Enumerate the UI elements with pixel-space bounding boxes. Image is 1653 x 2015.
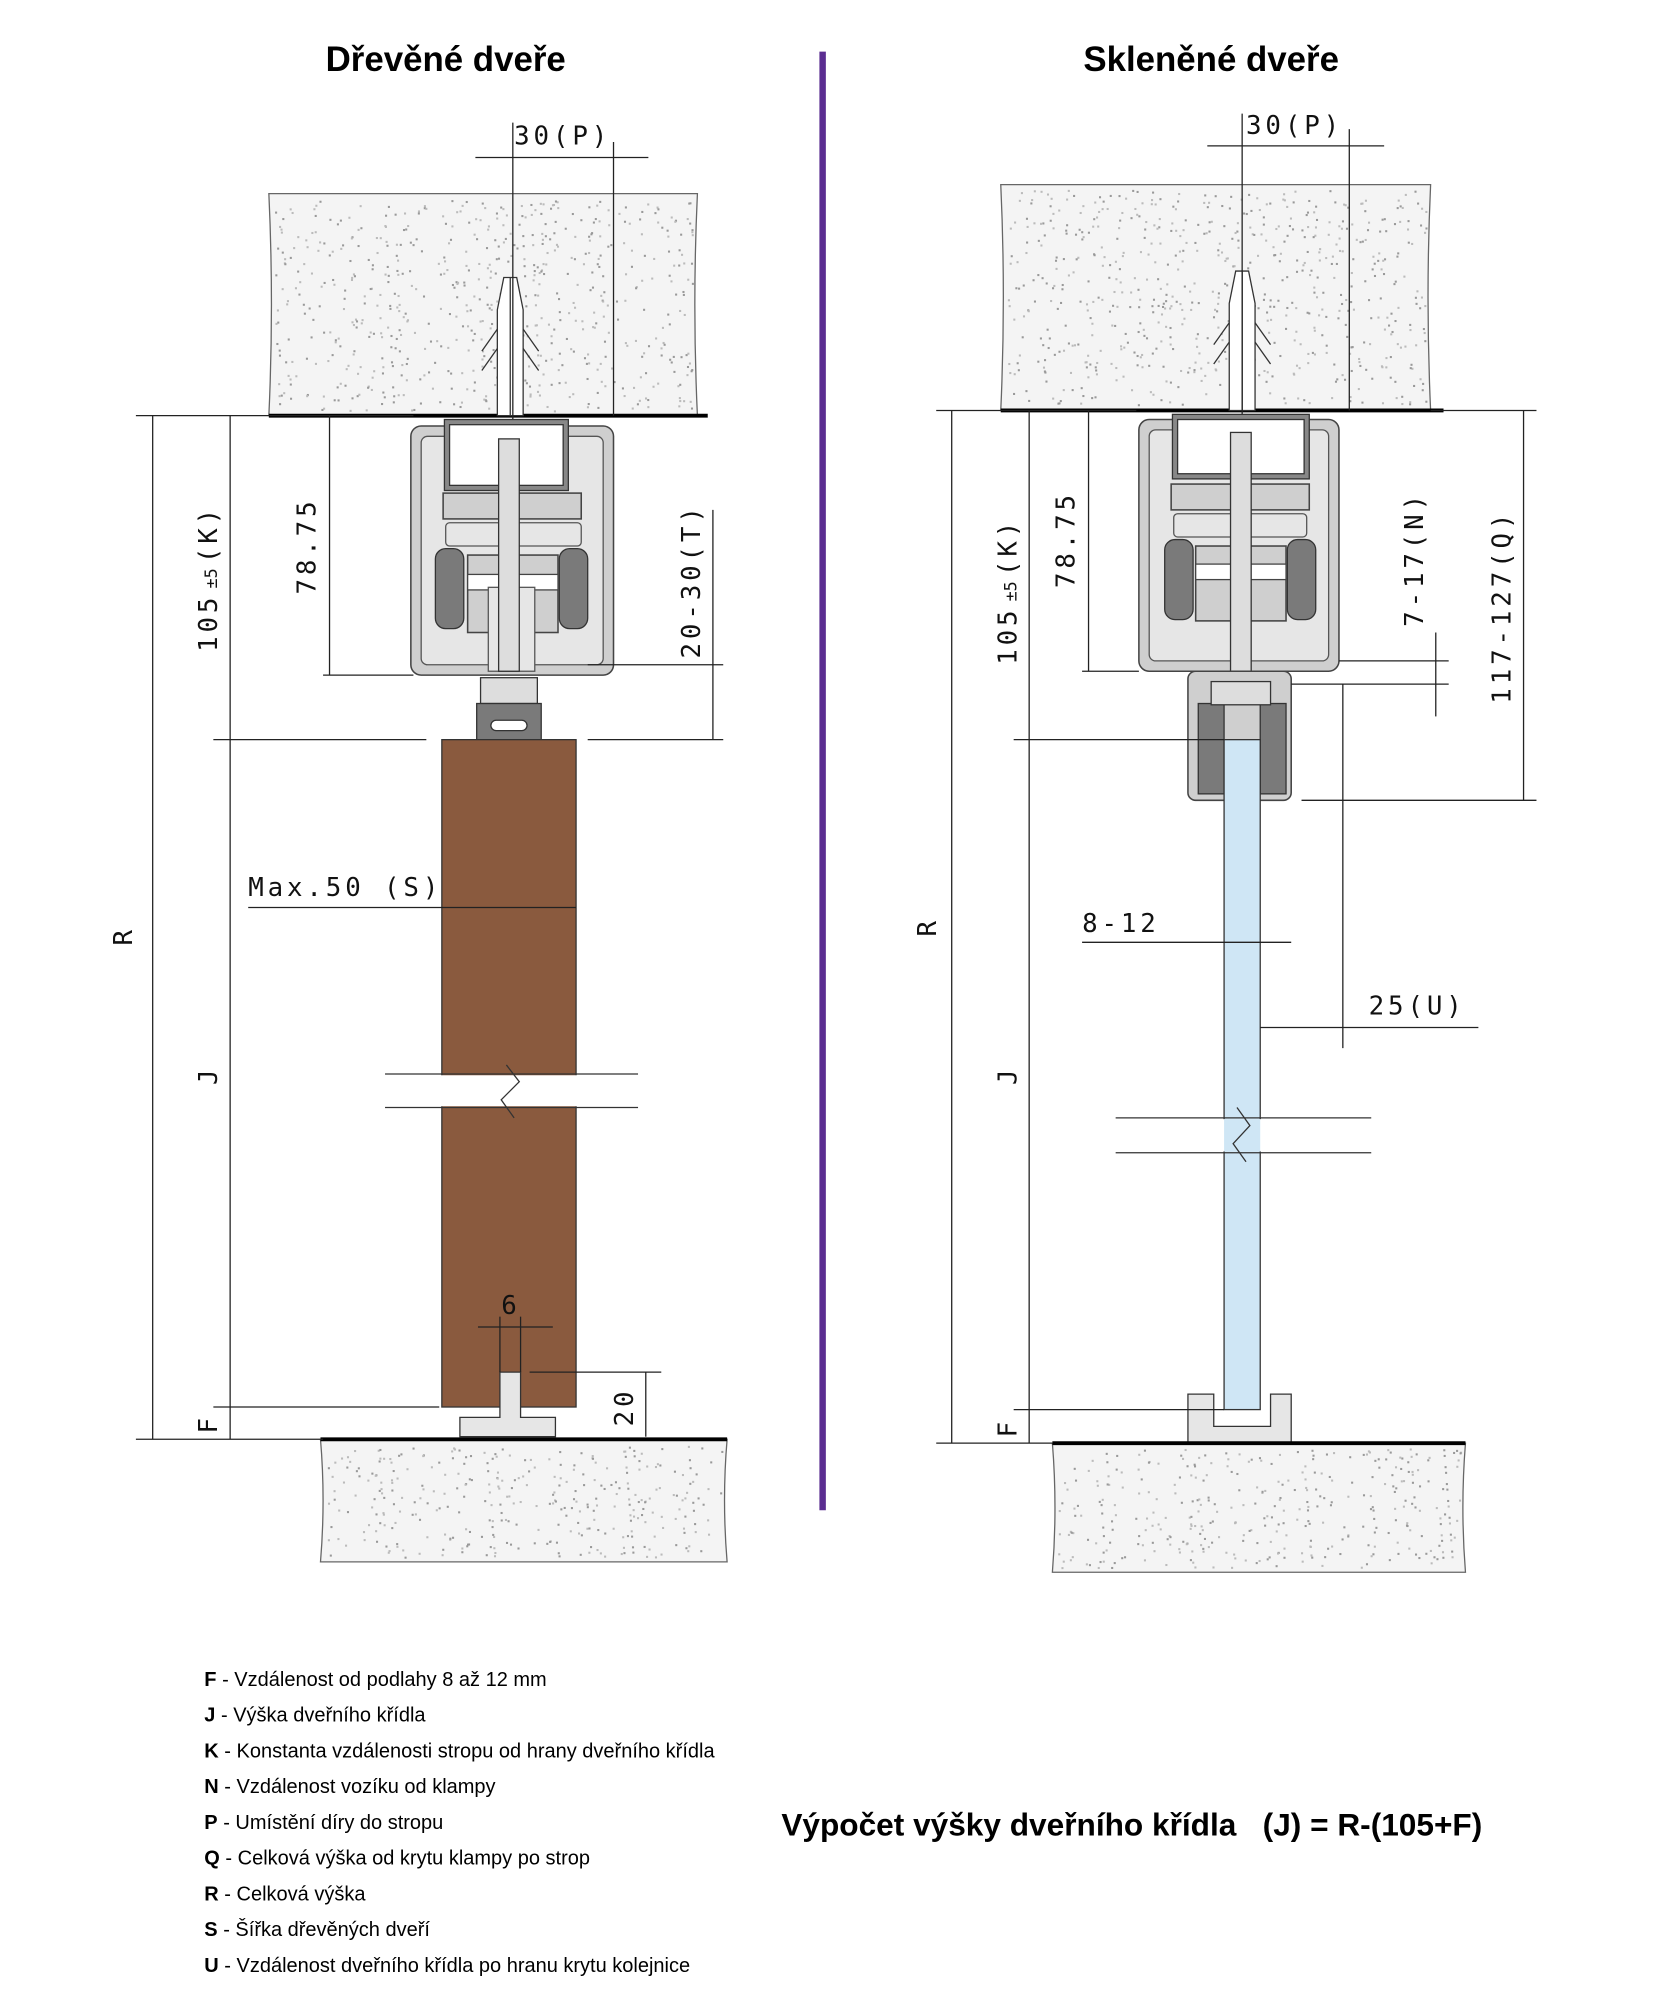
legend-item: P - Umístění díry do stropu bbox=[204, 1812, 443, 1834]
wood-door-diagram: Dřevěné dveře 30(P) bbox=[109, 40, 728, 1563]
legend-item: Q - Celková výška od krytu klampy po str… bbox=[204, 1848, 590, 1870]
concrete-texture bbox=[1058, 1448, 1463, 1570]
legend-item: F - Vzdálenost od podlahy 8 až 12 mm bbox=[204, 1669, 546, 1691]
dim-u: 25(U) bbox=[1260, 684, 1479, 1049]
dim-6: 6 bbox=[477, 1291, 553, 1373]
dim-6-label: 6 bbox=[501, 1291, 520, 1321]
dim-n: 7-17(N) bbox=[1291, 491, 1449, 717]
dim-78-75: 78.75 bbox=[292, 415, 414, 676]
wood-title: Dřevěné dveře bbox=[326, 40, 566, 79]
glass-title: Skleněné dveře bbox=[1083, 40, 1339, 79]
dim-p-label: 30(P) bbox=[1246, 111, 1343, 141]
glass-door-panel bbox=[1223, 739, 1261, 1411]
dim-q: 117-127(Q) bbox=[1301, 409, 1537, 801]
glass-door-diagram: Skleněné dveře 30(P) bbox=[913, 40, 1537, 1573]
dim-20: 20 bbox=[529, 1371, 662, 1437]
ceiling-concrete bbox=[268, 192, 699, 417]
dim-k: 105±5(K) bbox=[993, 410, 1225, 1444]
legend: F - Vzdálenost od podlahy 8 až 12 mm J - … bbox=[204, 1669, 715, 1977]
concrete-texture bbox=[1007, 189, 1428, 407]
rail-profile bbox=[1138, 413, 1340, 692]
dim-s-label: Max.50 (S) bbox=[248, 873, 442, 903]
dim-78-75: 78.75 bbox=[1051, 410, 1139, 672]
break-mark bbox=[385, 1064, 639, 1119]
dim-r: R bbox=[109, 415, 414, 1440]
dim-20-label: 20 bbox=[610, 1388, 640, 1427]
rail-profile bbox=[410, 418, 615, 741]
dim-r-label: R bbox=[109, 926, 139, 945]
dim-p-label: 30(P) bbox=[514, 122, 611, 152]
dim-f-label: F bbox=[194, 1414, 224, 1433]
legend-item: R - Celková výška bbox=[204, 1883, 366, 1905]
dim-f: F bbox=[993, 1408, 1225, 1437]
dim-r: R bbox=[913, 409, 1137, 1444]
legend-item: U - Vzdálenost dveřního křídla po hranu … bbox=[204, 1955, 690, 1977]
dim-n-label: 7-17(N) bbox=[1400, 491, 1430, 627]
dim-u-label: 25(U) bbox=[1369, 992, 1466, 1022]
dim-8-12-label: 8-12 bbox=[1082, 909, 1160, 939]
dim-p: 30(P) bbox=[1207, 111, 1385, 420]
concrete-texture bbox=[275, 200, 694, 413]
dim-s: Max.50 (S) bbox=[248, 873, 577, 909]
dim-t: 20-30(T) bbox=[587, 503, 724, 740]
dim-j-label: J bbox=[194, 1066, 224, 1085]
dim-r-label: R bbox=[913, 917, 943, 936]
formula: Výpočet výšky dveřního křídla (J) = R-(1… bbox=[781, 1807, 1482, 1843]
glass-clamp bbox=[1187, 670, 1292, 802]
concrete-texture bbox=[327, 1445, 724, 1559]
dim-q-label: 117-127(Q) bbox=[1488, 510, 1518, 704]
wall-dowel bbox=[481, 276, 540, 417]
dim-k: 105±5(K) bbox=[194, 415, 724, 1440]
legend-item: S - Šířka dřevěných dveří bbox=[204, 1918, 430, 1941]
legend-item: N - Vzdálenost vozíku od klampy bbox=[204, 1776, 495, 1798]
dim-k-label: 105±5(K) bbox=[993, 518, 1023, 665]
floor-guide bbox=[459, 1371, 557, 1438]
dim-78-75-label: 78.75 bbox=[292, 498, 322, 595]
dim-k-label: 105±5(K) bbox=[194, 505, 224, 652]
legend-item: K - Konstanta vzdálenosti stropu od hran… bbox=[204, 1740, 715, 1762]
floor-concrete bbox=[319, 1438, 728, 1563]
dim-78-75-label: 78.75 bbox=[1051, 491, 1081, 588]
dim-f-label: F bbox=[993, 1418, 1023, 1437]
break-mark bbox=[1115, 1107, 1372, 1163]
dim-t-label: 20-30(T) bbox=[677, 503, 707, 658]
dim-f: F bbox=[194, 1406, 440, 1433]
dim-j-label: J bbox=[993, 1066, 1023, 1085]
dim-p: 30(P) bbox=[475, 122, 649, 426]
dim-8-12: 8-12 bbox=[1082, 909, 1292, 943]
legend-item: J - Výška dveřního křídla bbox=[204, 1705, 426, 1727]
ceiling-concrete bbox=[1000, 183, 1432, 412]
floor-concrete bbox=[1051, 1442, 1467, 1573]
